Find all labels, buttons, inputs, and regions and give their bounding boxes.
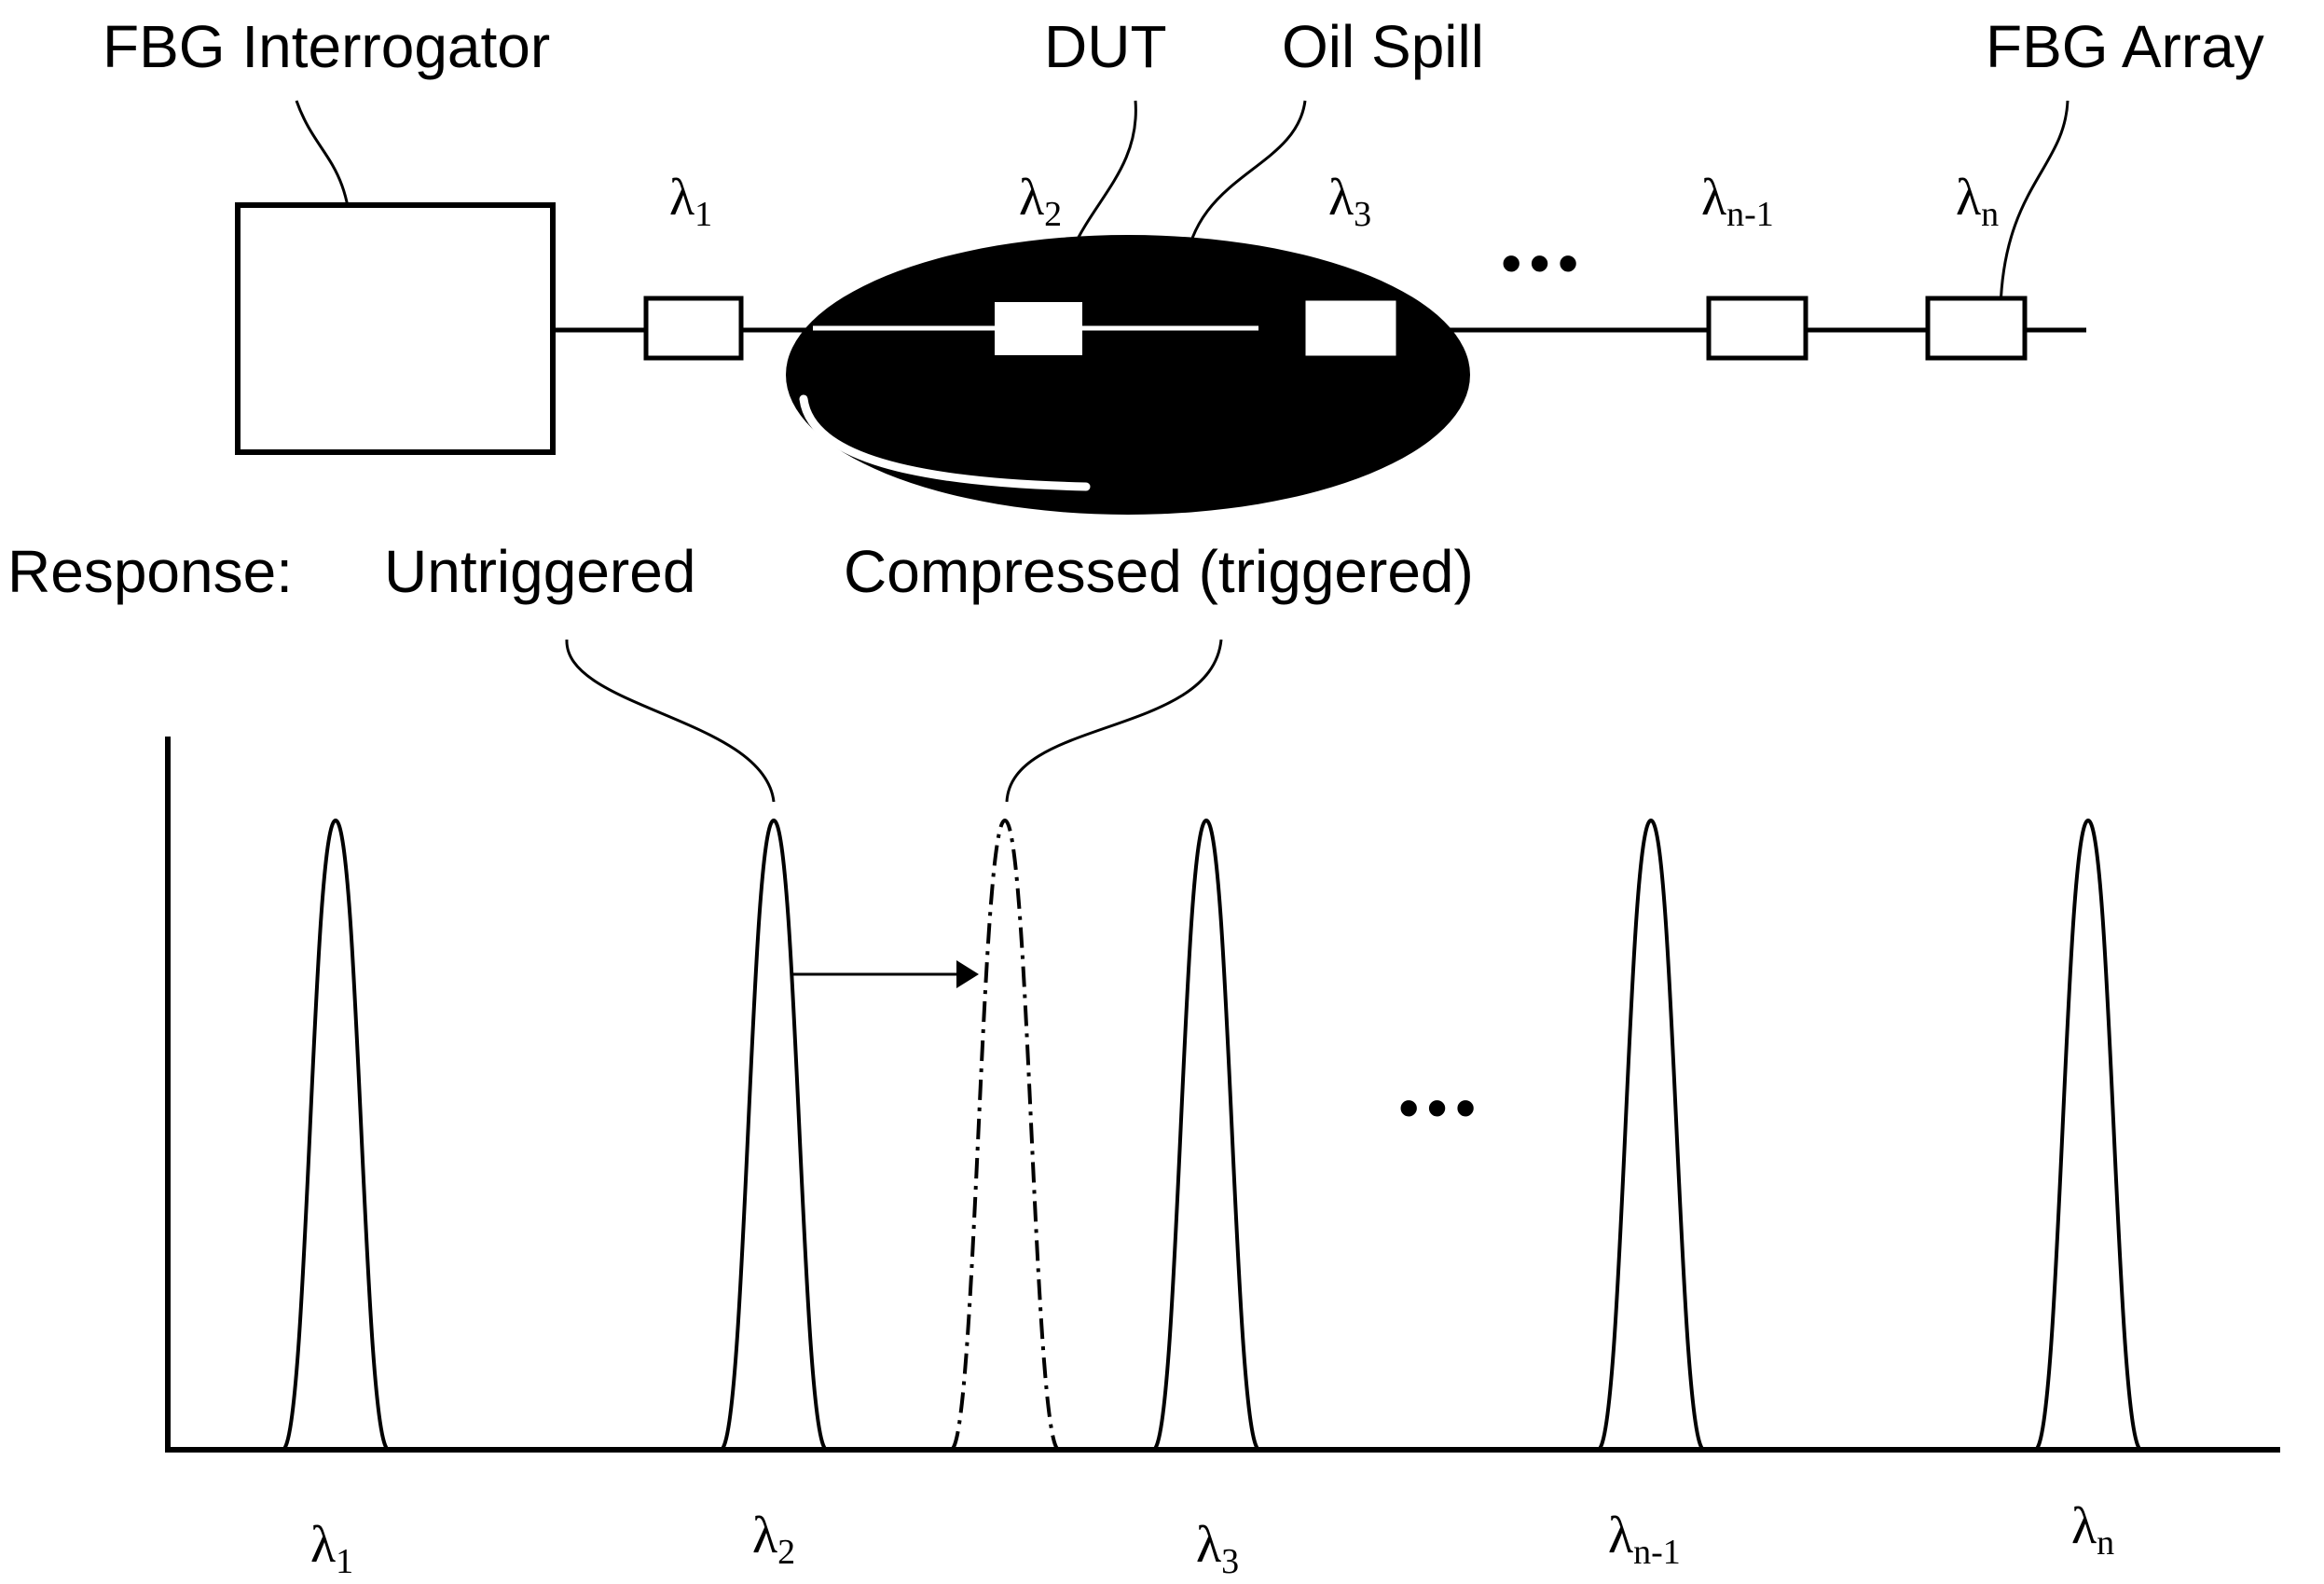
grating-label-1: λ1 [669, 169, 712, 234]
peak-label-3: λ3 [1196, 1516, 1239, 1581]
svg-text:λn: λn [2071, 1497, 2114, 1563]
peak-shifted [949, 818, 1061, 1452]
peak-label-n: λn [2071, 1497, 2114, 1563]
untriggered-label: Untriggered [384, 538, 695, 605]
grating-label-3: λ3 [1328, 169, 1371, 234]
grating-1 [643, 296, 744, 361]
peak-lambda-3 [1151, 818, 1261, 1452]
svg-text:λ2: λ2 [1019, 169, 1062, 234]
svg-text:λ1: λ1 [669, 169, 712, 234]
grating-3 [1300, 296, 1401, 361]
grating-label-n: λn [1956, 169, 1999, 234]
grating-label-2: λ2 [1019, 169, 1062, 234]
svg-text:λ3: λ3 [1196, 1516, 1239, 1581]
grating-n [1925, 296, 2028, 361]
leader-untriggered [565, 639, 776, 803]
svg-text:λ3: λ3 [1328, 169, 1371, 234]
grating-label-n-1: λn-1 [1701, 169, 1774, 234]
shift-arrow-head [956, 960, 979, 988]
label-dut: DUT [1044, 13, 1167, 80]
label-fbg-array: FBG Array [1986, 13, 2264, 80]
bottom-ellipsis: ••• [1398, 1074, 1483, 1141]
leader-fbg-array [1999, 100, 2070, 309]
label-fbg-interrogator: FBG Interrogator [103, 13, 550, 80]
peak-lambda-1 [281, 818, 391, 1452]
top-ellipsis: ••• [1501, 229, 1586, 296]
svg-text:λn: λn [1956, 169, 1999, 234]
svg-text:λn-1: λn-1 [1608, 1507, 1681, 1572]
peak-lambda-n [2033, 818, 2143, 1452]
peak-lambda-n-1 [1596, 818, 1706, 1452]
svg-text:λn-1: λn-1 [1701, 169, 1774, 234]
label-oil-spill: Oil Spill [1282, 13, 1484, 80]
svg-text:λ1: λ1 [310, 1516, 353, 1581]
fbg-interrogator-box [235, 202, 556, 455]
peak-label-n-1: λn-1 [1608, 1507, 1681, 1572]
response-label: Response: [7, 538, 293, 605]
svg-text:λ2: λ2 [752, 1507, 795, 1572]
compressed-label: Compressed (triggered) [844, 538, 1474, 605]
peak-label-2: λ2 [752, 1507, 795, 1572]
oil-spill [786, 235, 1470, 515]
grating-2-dut [995, 302, 1082, 355]
peak-label-1: λ1 [310, 1516, 353, 1581]
leader-compressed [1005, 639, 1223, 803]
grating-n-1 [1706, 296, 1808, 361]
oil-spill-highlight [799, 394, 1091, 491]
peak-lambda-2 [719, 818, 829, 1452]
